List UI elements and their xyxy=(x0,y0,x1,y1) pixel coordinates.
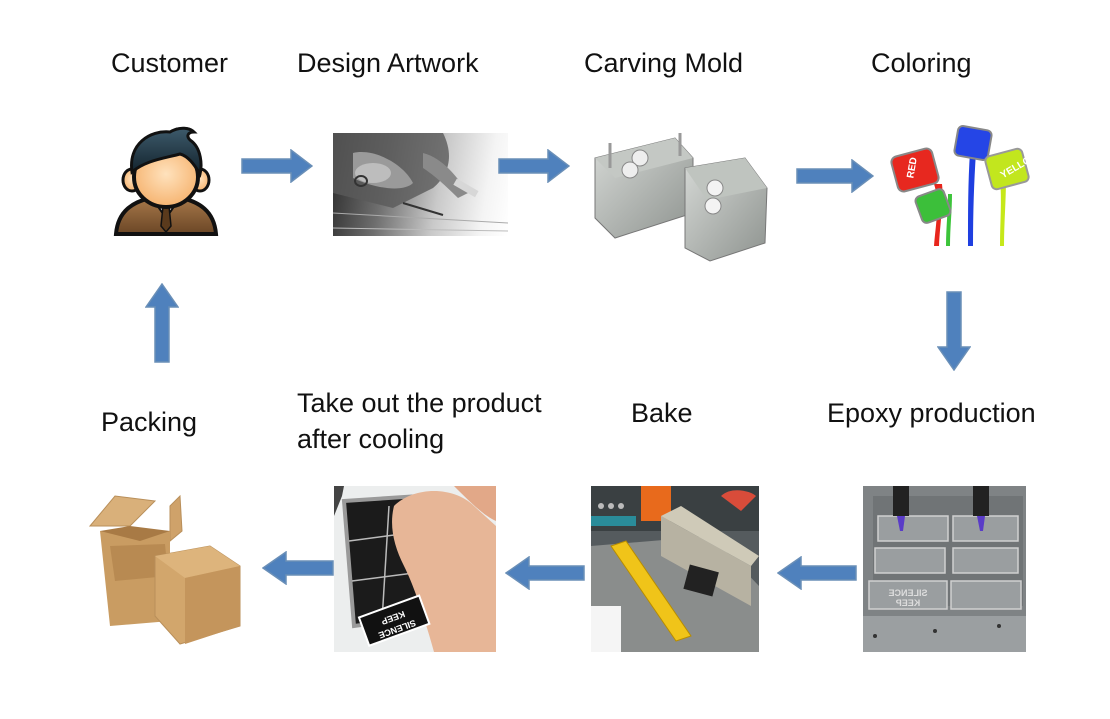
step-label-take-out-line2: after cooling xyxy=(297,424,445,454)
can-text-red: RED xyxy=(905,156,920,179)
arrow-left-icon xyxy=(505,556,585,590)
cardboard-boxes-photo xyxy=(70,486,260,646)
hand-drawing-photo xyxy=(333,133,508,236)
arrow-down-icon xyxy=(937,291,971,371)
step-label-epoxy-production: Epoxy production xyxy=(827,398,1036,428)
step-label-coloring: Coloring xyxy=(871,48,972,78)
step-label-bake: Bake xyxy=(631,398,693,428)
epoxy-dispensing-photo: SILENCE KEEP xyxy=(863,486,1026,652)
arrow-right-icon xyxy=(498,149,570,183)
arrow-up-icon xyxy=(145,283,179,363)
step-label-customer: Customer xyxy=(111,48,229,78)
plate-text-keep: KEEP xyxy=(896,598,921,608)
arrow-right-icon xyxy=(796,159,874,193)
metal-mold-photo xyxy=(585,128,770,263)
step-label-packing: Packing xyxy=(101,407,198,437)
arrow-left-icon xyxy=(262,551,334,585)
step-label-carving-mold: Carving Mold xyxy=(584,48,744,78)
plate-text-silence: SILENCE xyxy=(888,588,927,598)
baking-machine-photo xyxy=(591,486,759,652)
step-label-design-artwork: Design Artwork xyxy=(297,48,479,78)
customer-icon xyxy=(110,122,222,237)
arrow-left-icon xyxy=(777,556,857,590)
peeling-labels-photo: KEEP SILENCE xyxy=(334,486,496,652)
paint-cans-photo: RED YELLOW xyxy=(888,122,1036,247)
arrow-right-icon xyxy=(241,149,313,183)
step-label-take-out-line1: Take out the product xyxy=(297,388,542,418)
